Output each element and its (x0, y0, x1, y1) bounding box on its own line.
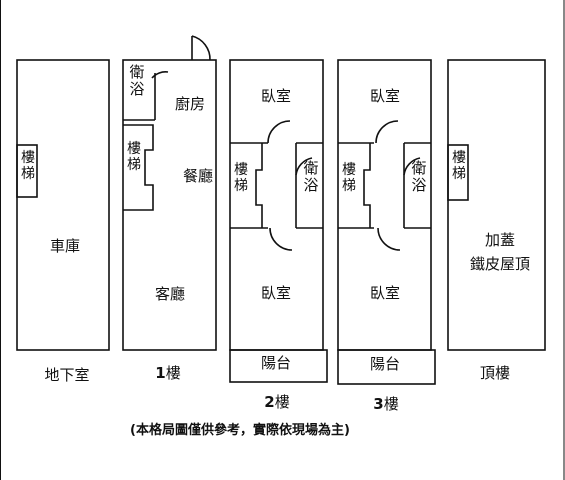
roof-addition-label-line1: 加蓋 (484, 231, 515, 249)
roof-plan (447, 59, 546, 351)
second-floor-caption: 2樓 (257, 393, 297, 411)
third-floor-caption-number: 3 (373, 395, 384, 413)
third-stairs-wall (363, 143, 371, 228)
basement-stairs-box (16, 144, 38, 198)
second-front-bedroom-label: 臥室 (260, 87, 291, 105)
first-floor-caption-suffix: 樓 (165, 364, 181, 382)
second-stairs-wall (255, 143, 263, 228)
disclaimer-note: (本格局圖僅供參考，實際依現場為主) (130, 423, 350, 438)
first-floor-plan (122, 35, 217, 351)
second-upper-door-arc (267, 120, 291, 144)
second-floor-plan (229, 59, 328, 383)
second-balcony-box (229, 349, 328, 383)
third-upper-door-arc (375, 120, 399, 144)
second-floor-caption-suffix: 樓 (274, 393, 290, 411)
third-back-bedroom-label: 臥室 (369, 284, 400, 302)
second-balcony-label: 陽台 (260, 354, 291, 372)
first-kitchen-label: 廚房 (174, 95, 205, 113)
basement-caption: 地下室 (44, 366, 90, 384)
first-stairs-label: 樓梯 (127, 141, 141, 174)
roof-stairs-box (447, 144, 469, 201)
second-floor-caption-number: 2 (264, 393, 275, 411)
roof-addition-label-line2: 鐵皮屋頂 (469, 255, 530, 273)
basement-garage-label: 車庫 (49, 237, 80, 255)
first-floor-caption-number: 1 (155, 364, 166, 382)
third-floor-caption: 3樓 (366, 395, 406, 413)
basement-stairs-label: 樓梯 (21, 150, 35, 183)
third-lower-door-arc (377, 227, 401, 251)
second-stairs-label: 樓梯 (234, 162, 248, 195)
first-floor-outline (122, 59, 217, 351)
third-stairs-label: 樓梯 (342, 162, 356, 195)
third-floor-plan (337, 59, 436, 385)
basement-outline (16, 59, 110, 351)
first-dining-label: 餐廳 (182, 167, 213, 185)
roof-stairs-label: 樓梯 (452, 150, 466, 183)
first-bathroom-door-arc (151, 71, 169, 79)
third-balcony-box (337, 349, 436, 385)
basement-plan (16, 59, 110, 351)
first-living-label: 客廳 (154, 285, 185, 303)
first-bathroom-label: 衛浴 (129, 63, 145, 99)
first-entry-door-arc (191, 35, 211, 61)
first-stairs-walls (123, 124, 154, 211)
second-back-bedroom-label: 臥室 (260, 284, 291, 302)
first-floor-caption: 1樓 (148, 364, 188, 382)
third-bath-door-arc (403, 157, 421, 176)
second-bath-door-arc (295, 157, 313, 176)
third-bathroom-label: 衛浴 (411, 159, 427, 195)
second-bathroom-label: 衛浴 (303, 159, 319, 195)
third-front-bedroom-label: 臥室 (369, 87, 400, 105)
third-floor-caption-suffix: 樓 (383, 395, 399, 413)
third-balcony-label: 陽台 (369, 355, 400, 373)
second-lower-door-arc (269, 227, 293, 251)
roof-outline (447, 59, 546, 351)
roof-caption: 頂樓 (479, 364, 510, 382)
